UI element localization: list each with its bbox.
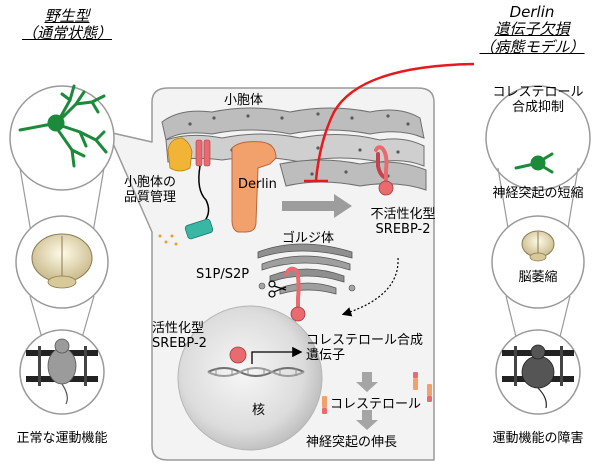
- srebp-golgi-icon: [284, 266, 306, 322]
- mouse-wildtype-icon: [26, 338, 98, 405]
- neuron-wildtype-icon: [18, 84, 108, 168]
- golgi-label: ゴルジ体: [282, 231, 335, 246]
- motor-impairment-caption: 運動機能の障害: [492, 431, 584, 446]
- derlin-label: Derlin: [238, 177, 277, 192]
- derlin-title-gene: Derlin: [509, 3, 555, 21]
- derlin-protein-icon: [231, 141, 277, 233]
- derlin-heading: Derlin 遺伝子欠損 （病態モデル）: [468, 3, 596, 56]
- neurite-elongation-label: 神経突起の伸長: [306, 435, 398, 450]
- brain-atrophy-label: 脳萎縮: [518, 270, 558, 285]
- cholesterol-label: コレステロール: [330, 397, 422, 412]
- derlin-subtitle: （病態モデル）: [479, 37, 585, 56]
- brain-atrophy-icon: [521, 230, 555, 262]
- wildtype-subtitle: （通常状態）: [21, 24, 112, 43]
- nucleus-icon: [177, 305, 323, 451]
- active-srebp-label: 活性化型 SREBP-2: [152, 321, 207, 351]
- nucleus-label: 核: [252, 403, 266, 418]
- er-qc-complex-icon: [158, 137, 214, 246]
- cholesterol-molecule-icon: [322, 372, 432, 414]
- normal-motor-caption: 正常な運動機能: [16, 431, 108, 446]
- neurite-shortening-label: 神経突起の短縮: [492, 186, 584, 201]
- scissors-icon: [268, 280, 287, 298]
- er-qc-label: 小胞体の 品質管理: [124, 175, 177, 205]
- inhibition-line: [304, 62, 475, 183]
- cholesterol-gene-label: コレステロール合成 遺伝子: [306, 333, 424, 363]
- derlin-title: 遺伝子欠損: [494, 20, 570, 39]
- srebp-inactive-icon: [374, 145, 394, 196]
- neuron-derlin-icon: [514, 152, 554, 174]
- transport-arrow: [282, 194, 352, 218]
- inactive-srebp-label: 不活性化型 SREBP-2: [370, 207, 436, 237]
- golgi-icon: [257, 243, 356, 295]
- brain-wildtype-icon: [31, 233, 93, 289]
- pathway-arrows: [356, 372, 378, 430]
- wildtype-title: 野生型: [44, 7, 90, 25]
- er-label: 小胞体: [224, 93, 264, 108]
- protease-label: S1P/S2P: [196, 267, 250, 282]
- wildtype-heading: 野生型 （通常状態）: [12, 7, 122, 43]
- transcription-arrow: [251, 346, 303, 364]
- cholesterol-suppression-label: コレステロール 合成抑制: [492, 85, 584, 115]
- mouse-derlin-icon: [502, 344, 574, 409]
